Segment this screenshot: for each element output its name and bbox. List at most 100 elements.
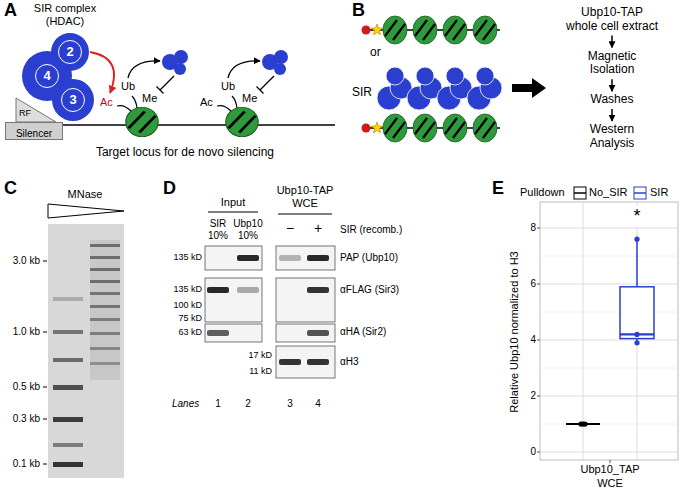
legend-glyph [634, 187, 646, 199]
grid-line [540, 340, 678, 341]
header-rule [208, 212, 258, 213]
grid-line [540, 256, 678, 424]
modification-label: Me [242, 92, 257, 105]
axis-tick-label: 4 [530, 334, 536, 346]
modification-label: Ac [100, 96, 113, 109]
label-holder: Ac [100, 96, 113, 109]
modification-label: Ub [221, 80, 235, 93]
boxplot-no-sir [582, 421, 587, 426]
agarose-gel [90, 347, 120, 350]
label-holder: 4 [315, 398, 321, 410]
lane-group-label: Input [221, 196, 245, 209]
step-label: Western Analysis [572, 123, 652, 151]
label-holder: Relative Ubp10 normalized to H3 [508, 251, 521, 412]
process-step: Magnetic Isolation [565, 50, 659, 78]
blot-band [279, 255, 301, 261]
grid-line [540, 256, 678, 257]
sir-mini-complex [174, 63, 186, 75]
histone-tail [132, 96, 137, 108]
kb-marker: 3.0 kb [13, 255, 40, 267]
kd-marker: 135 kD [173, 284, 202, 294]
agarose-gel [53, 358, 83, 362]
naked-chromatin [443, 16, 467, 44]
legend-holder: SIR [650, 186, 668, 199]
axis-tick-label: 6 [530, 278, 536, 290]
step-label: Ubp10-TAP whole cell extract [565, 6, 659, 34]
grid-line [540, 228, 678, 229]
boxplot-sir [634, 340, 639, 345]
step-label: Washes [565, 93, 659, 107]
label-holder: 0.1 kb [13, 458, 40, 470]
label-holder: 75 kD [178, 313, 202, 323]
inhibition-bar [157, 76, 275, 94]
locus-caption: Target locus for de novo silencing [96, 146, 274, 160]
or-label: or [370, 46, 381, 60]
label-holder: Lanes [172, 398, 199, 410]
silencer-box: Silencer [5, 122, 63, 140]
axis-tick [610, 460, 611, 463]
flow-arrow [611, 79, 613, 91]
label-holder: C [4, 178, 17, 199]
agarose-gel [90, 332, 120, 335]
blot-band [307, 330, 329, 336]
boxplot-sir [620, 237, 654, 346]
label-holder: 135 kD [173, 284, 202, 294]
label-holder: Pulldown [520, 186, 565, 199]
sir-chromatin [362, 114, 501, 142]
kd-marker: 11 kD [249, 366, 272, 376]
legend-glyph [634, 192, 646, 194]
process-step: Western Analysis [572, 123, 652, 151]
grid-line [540, 396, 678, 397]
label-holder: 6 [530, 278, 536, 290]
lane-sign: + [314, 220, 322, 236]
sir-label: SIR [352, 64, 376, 100]
label-holder: Ub [121, 80, 135, 93]
axis-tick [537, 228, 540, 229]
legend-text: SIR [650, 186, 668, 199]
agarose-gel [48, 224, 124, 478]
condition-label: SIR (recomb.) [340, 224, 402, 236]
sir-subunit-circle: 2 [58, 40, 82, 64]
size-marker-tick [43, 261, 47, 464]
legend-glyph [574, 187, 646, 199]
label-holder: 8 [530, 222, 536, 234]
boxplot-sir [620, 287, 654, 339]
lane-label: 10% [208, 230, 228, 242]
panel-letter: C [4, 178, 17, 199]
grid-line [583, 202, 584, 460]
category-label: WCE [597, 477, 623, 490]
label-holder: 0.5 kb [13, 381, 40, 393]
sir-chromatin [443, 114, 467, 142]
western-blot [276, 346, 335, 378]
axis-tick-label: 8 [530, 222, 536, 234]
naked-chromatin [371, 24, 382, 35]
axis-title: Relative Ubp10 normalized to H3 [508, 251, 521, 412]
legend-glyph [574, 192, 586, 194]
subunit-number: 3 [62, 89, 84, 110]
sir-mini-complex [174, 50, 188, 64]
enzyme-label: MNase [68, 188, 103, 201]
label-holder: + [314, 220, 322, 236]
grid-line [540, 452, 678, 453]
blot-band [207, 330, 229, 336]
boxplot-sir [636, 239, 638, 287]
label-holder: 2 [530, 390, 536, 402]
panel-letter: E [492, 178, 504, 199]
lane-sign: − [286, 220, 294, 236]
grid-line [540, 202, 678, 460]
western-blot [205, 278, 262, 322]
lane-group-label: Ubp10-TAP WCE [274, 184, 336, 209]
axis-tick [537, 340, 540, 341]
label-holder: 11 kD [249, 366, 272, 376]
subunit-number: 4 [36, 65, 58, 86]
legend-holder: No_SIR [589, 186, 628, 199]
label-holder: D [163, 178, 176, 199]
complex-lobe [476, 67, 494, 85]
flow-arrow [611, 109, 613, 121]
subunit-number: 2 [59, 41, 81, 62]
complex-lobe [386, 67, 404, 85]
label-holder: 10% [238, 230, 258, 242]
modification-label: Ub [121, 80, 135, 93]
label-holder: 1 [215, 398, 221, 410]
